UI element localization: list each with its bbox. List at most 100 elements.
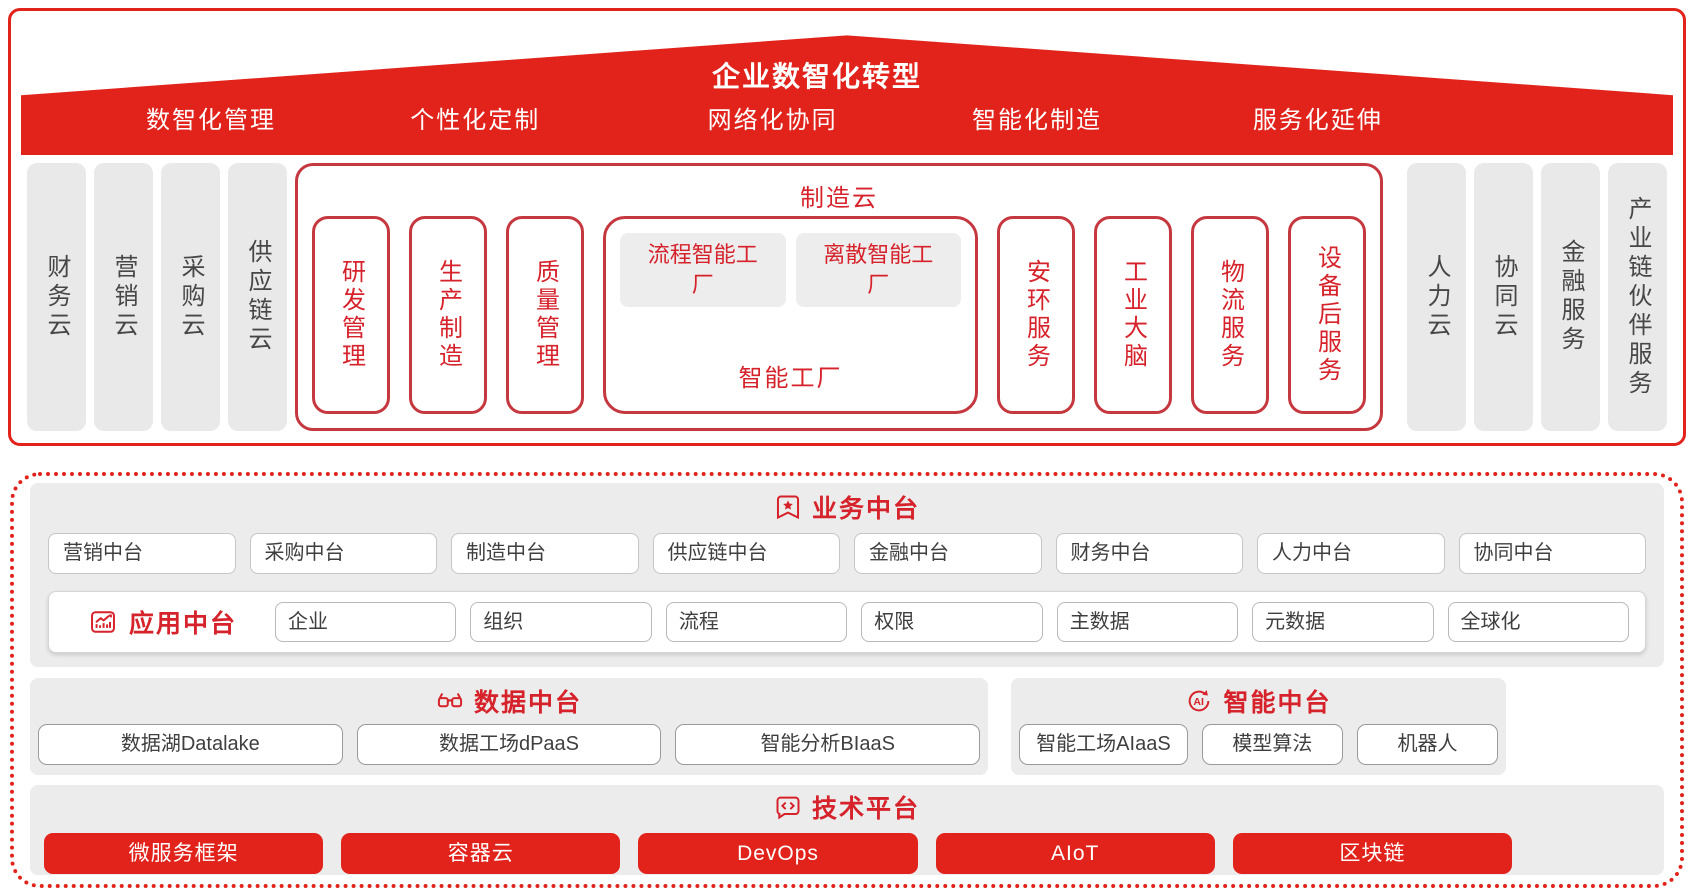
code-icon <box>776 796 800 820</box>
data-ai-row: 数据中台 数据湖Datalake 数据工场dPaaS 智能分析BIaaS AI … <box>30 678 1664 775</box>
pillar-label: 采购云 <box>177 253 204 341</box>
module-box: 物流服务 <box>1191 216 1269 414</box>
module-box: 生产制造 <box>409 216 487 414</box>
pillars-row: 财务云 营销云 采购云 供应链云 制造云 研发管理 生产制造 质量管理 流程智能… <box>27 163 1667 431</box>
cloud-pillar: 协同云 <box>1474 163 1533 431</box>
data-chip: 数据工场dPaaS <box>356 724 662 765</box>
module-label: 研发管理 <box>337 259 365 371</box>
module-box: 质量管理 <box>506 216 584 414</box>
module-box: 安环服务 <box>997 216 1075 414</box>
ai-mid-title: 智能中台 <box>1223 689 1332 717</box>
cloud-pillar: 采购云 <box>161 163 220 431</box>
roof-segment: 服务化延伸 <box>1252 107 1383 134</box>
manufacturing-modules-row: 研发管理 生产制造 质量管理 流程智能工厂 离散智能工厂 智能工厂 安环服务 工… <box>312 216 1366 414</box>
data-mid-title: 数据中台 <box>473 689 582 717</box>
tech-button: 区块链 <box>1232 833 1513 874</box>
business-chip: 协同中台 <box>1458 533 1646 574</box>
tech-platform-section: 技术平台 微服务框架 容器云 DevOps AIoT 区块链 <box>30 785 1664 875</box>
ai-chip: 机器人 <box>1356 724 1498 765</box>
pillar-label: 营销云 <box>110 253 137 341</box>
data-chip: 数据湖Datalake <box>38 724 343 765</box>
ai-mid-section: AI 智能中台 智能工场AIaaS 模型算法 机器人 <box>1011 678 1506 775</box>
transformation-roof: 企业数智化转型 数智化管理 个性化定制 网络化协同 智能化制造 服务化延伸 <box>21 35 1673 155</box>
app-chip: 权限 <box>861 602 1043 642</box>
module-box: 设备后服务 <box>1288 216 1366 414</box>
factory-chip: 流程智能工厂 <box>620 233 786 307</box>
business-chip: 营销中台 <box>48 533 236 574</box>
pillar-label: 人力云 <box>1423 253 1450 341</box>
cloud-pillar: 财务云 <box>27 163 86 431</box>
business-mid-header: 业务中台 <box>48 489 1646 525</box>
app-mid-row: 应用中台 企业 组织 流程 权限 主数据 元数据 全球化 <box>48 591 1646 653</box>
roof-title: 企业数智化转型 <box>711 61 922 92</box>
pillar-label: 财务云 <box>43 253 70 341</box>
tech-platform-title: 技术平台 <box>811 795 920 823</box>
manufacturing-cloud-title: 制造云 <box>800 185 878 212</box>
module-label: 工业大脑 <box>1119 259 1147 371</box>
ai-chip: 智能工场AIaaS <box>1019 724 1188 765</box>
business-chip: 制造中台 <box>451 533 639 574</box>
right-pillars-group: 人力云 协同云 金融服务 产业链伙伴服务 <box>1407 163 1667 431</box>
cloud-pillar: 营销云 <box>94 163 153 431</box>
tech-buttons-row: 微服务框架 容器云 DevOps AIoT 区块链 <box>44 833 1650 874</box>
app-chip: 全球化 <box>1447 602 1629 642</box>
chart-icon <box>91 611 115 633</box>
tech-platform-header: 技术平台 <box>44 789 1650 825</box>
business-chip: 人力中台 <box>1257 533 1445 574</box>
module-box: 工业大脑 <box>1094 216 1172 414</box>
business-chip: 采购中台 <box>249 533 437 574</box>
cloud-pillar: 产业链伙伴服务 <box>1608 163 1667 431</box>
roof-segment: 网络化协同 <box>707 107 838 134</box>
data-chips-row: 数据湖Datalake 数据工场dPaaS 智能分析BIaaS <box>38 724 981 765</box>
app-chip: 元数据 <box>1252 602 1434 642</box>
svg-text:AI: AI <box>1194 696 1205 708</box>
app-chip: 流程 <box>665 602 848 642</box>
ai-loop-icon: AI <box>1189 690 1210 712</box>
ai-mid-header: AI 智能中台 <box>1019 682 1498 720</box>
data-mid-section: 数据中台 数据湖Datalake 数据工场dPaaS 智能分析BIaaS <box>30 678 988 775</box>
business-chip: 供应链中台 <box>652 533 840 574</box>
factory-chip: 离散智能工厂 <box>795 233 961 307</box>
pillar-label: 协同云 <box>1490 253 1517 341</box>
roof-segment: 个性化定制 <box>410 107 541 134</box>
tech-button: DevOps <box>638 833 918 874</box>
module-label: 安环服务 <box>1022 259 1050 371</box>
factory-chip-label: 离散智能工厂 <box>823 242 934 297</box>
app-chip: 主数据 <box>1056 602 1239 642</box>
glasses-icon <box>437 693 463 708</box>
module-box: 研发管理 <box>312 216 390 414</box>
roof-segment: 数智化管理 <box>145 107 276 134</box>
app-mid-title: 应用中台 <box>128 610 237 638</box>
module-label: 生产制造 <box>434 259 462 371</box>
data-chip: 智能分析BIaaS <box>675 724 981 765</box>
app-chip: 企业 <box>275 602 457 642</box>
module-label: 物流服务 <box>1216 259 1244 371</box>
mid-platform-panel: 业务中台 营销中台 采购中台 制造中台 供应链中台 金融中台 财务中台 人力中台… <box>10 472 1684 888</box>
business-mid-section: 业务中台 营销中台 采购中台 制造中台 供应链中台 金融中台 财务中台 人力中台… <box>30 483 1664 667</box>
business-chip: 金融中台 <box>854 533 1042 574</box>
data-mid-header: 数据中台 <box>38 682 980 720</box>
tech-button: AIoT <box>935 833 1215 874</box>
cloud-pillar: 人力云 <box>1407 163 1466 431</box>
pillar-label: 供应链云 <box>244 239 271 355</box>
tech-button: 容器云 <box>341 833 621 874</box>
app-mid-brand: 应用中台 <box>65 604 261 640</box>
ai-chips-row: 智能工场AIaaS 模型算法 机器人 <box>1019 724 1498 765</box>
ai-chip: 模型算法 <box>1201 724 1343 765</box>
pillar-label: 产业链伙伴服务 <box>1624 195 1651 399</box>
module-label: 设备后服务 <box>1313 245 1341 385</box>
tech-button: 微服务框架 <box>44 833 324 874</box>
smart-factory-title: 智能工厂 <box>738 365 843 392</box>
manufacturing-cloud-box: 制造云 研发管理 生产制造 质量管理 流程智能工厂 离散智能工厂 智能工厂 安环… <box>295 163 1383 431</box>
smart-factory-box: 流程智能工厂 离散智能工厂 智能工厂 <box>603 216 978 414</box>
factory-chip-label: 流程智能工厂 <box>647 242 758 297</box>
badge-icon <box>776 495 800 520</box>
app-chip: 组织 <box>470 602 652 642</box>
cloud-pillar: 供应链云 <box>228 163 287 431</box>
pillar-label: 金融服务 <box>1557 239 1584 355</box>
business-chips-row: 营销中台 采购中台 制造中台 供应链中台 金融中台 财务中台 人力中台 协同中台 <box>48 533 1646 574</box>
cloud-architecture-panel: 企业数智化转型 数智化管理 个性化定制 网络化协同 智能化制造 服务化延伸 财务… <box>8 8 1686 446</box>
cloud-pillar: 金融服务 <box>1541 163 1600 431</box>
smart-factory-chips: 流程智能工厂 离散智能工厂 <box>620 233 961 307</box>
